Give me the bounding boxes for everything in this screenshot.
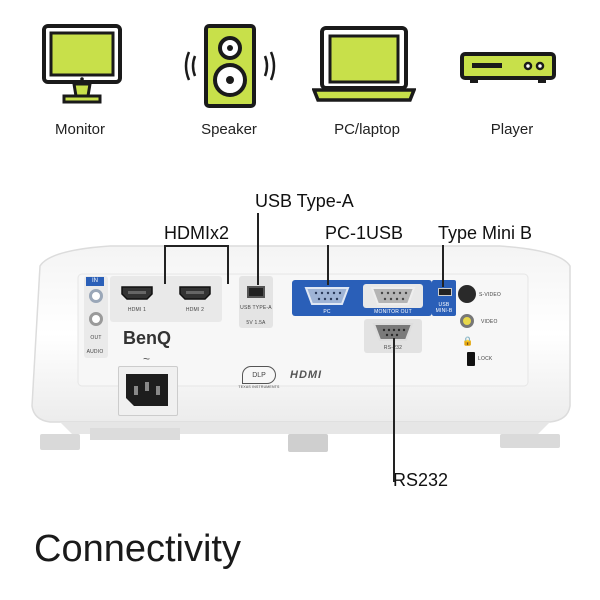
monitor-out-label: MONITOR OUT <box>374 309 412 315</box>
pc-label: PC <box>323 309 331 315</box>
player-icon <box>460 52 556 83</box>
lock-slot <box>467 352 475 366</box>
audio-in-tag: IN <box>86 277 104 286</box>
brand-logo: BenQ <box>123 328 172 348</box>
leader-hdmi-v1 <box>164 245 166 284</box>
callout-type-mini-b: Type Mini B <box>438 223 533 243</box>
rs232-port <box>372 323 414 341</box>
usb-a-panel <box>239 276 273 328</box>
projector-body <box>31 245 571 452</box>
usb-type-a-port <box>247 286 265 298</box>
dlp-logo: DLP <box>242 366 276 384</box>
lock-label: LOCK <box>478 356 493 362</box>
video-port <box>460 314 474 328</box>
leader-usb-a <box>257 213 259 285</box>
page-title: Connectivity <box>34 528 241 570</box>
hdmi-logo: HDMI <box>290 369 323 381</box>
callout-usb-type-a: USB Type-A <box>255 191 354 211</box>
hdmi-1-port <box>121 286 153 300</box>
usb-mini-b-panel <box>432 280 456 316</box>
laptop-icon <box>312 26 416 102</box>
callout-pc-usb: PC-1USB <box>325 223 404 243</box>
leader-hdmi-v2 <box>227 245 229 284</box>
audio-out-label: OUT <box>90 335 102 341</box>
hdmi-1-label: HDMI 1 <box>127 307 147 313</box>
leader-pc-usb <box>327 245 329 285</box>
device-label-player: Player <box>490 121 534 138</box>
monitor-out-vga-port <box>370 287 416 305</box>
leader-rs232 <box>393 338 395 482</box>
audio-out-jack <box>89 312 103 326</box>
audio-in-jack <box>89 289 103 303</box>
device-label-monitor: Monitor <box>54 121 106 138</box>
dlp-sub-label: TEXAS INSTRUMENTS <box>238 385 280 389</box>
video-label: VIDEO <box>481 319 498 325</box>
usb-mini-b-label: USB MINI-B <box>435 302 453 314</box>
device-label-speaker: Speaker <box>201 121 257 138</box>
usb-mini-b-port <box>438 288 452 296</box>
hdmi-2-port <box>179 286 211 300</box>
speaker-icon <box>184 24 276 108</box>
usb-type-a-label: USB TYPE-A <box>240 305 272 311</box>
lock-icon: 🔒 <box>462 336 474 346</box>
hdmi-2-label: HDMI 2 <box>185 307 205 313</box>
usb-power-label: 5V 1.5A <box>246 320 266 326</box>
power-socket <box>126 374 168 406</box>
pc-vga-port <box>304 287 350 305</box>
device-label-pc: PC/laptop <box>334 121 400 138</box>
leader-hdmi-h <box>164 245 228 247</box>
monitor-icon <box>42 24 122 104</box>
callout-rs232: RS232 <box>393 470 449 490</box>
ac-symbol: ~ <box>143 352 151 366</box>
audio-label: AUDIO <box>86 349 104 355</box>
leader-mini-b <box>442 245 444 287</box>
s-video-port <box>458 285 476 303</box>
callout-hdmi: HDMIx2 <box>164 223 230 243</box>
rs232-label: RS-232 <box>364 345 422 351</box>
s-video-label: S-VIDEO <box>479 292 501 298</box>
